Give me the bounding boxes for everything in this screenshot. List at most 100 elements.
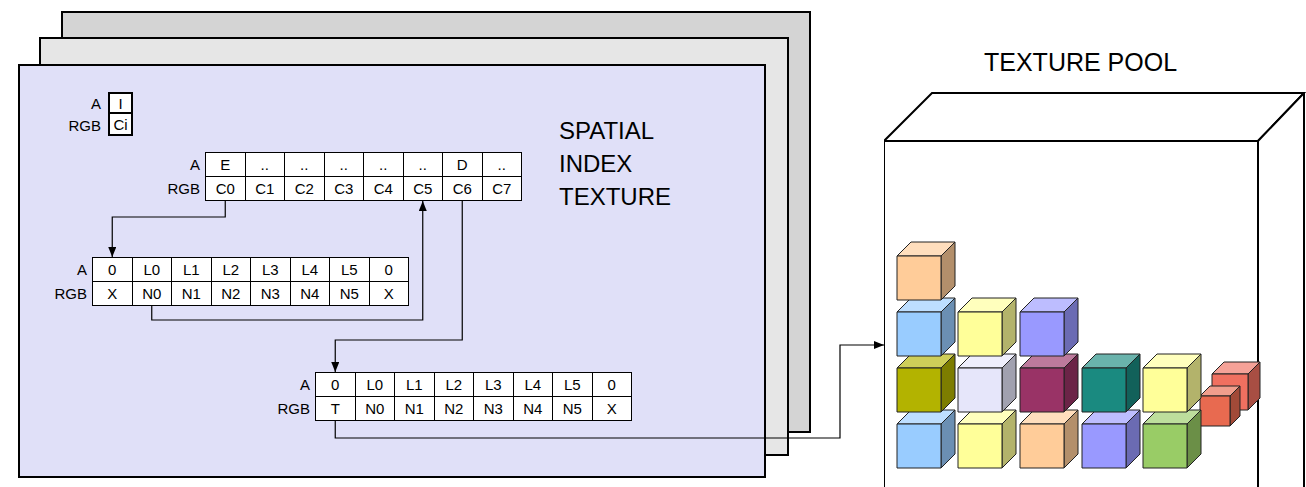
cell-value: L1 [406,376,423,393]
cell-value: C2 [295,180,314,197]
texel-cell: Ci [108,112,133,136]
cell-value: C4 [374,180,393,197]
texel-cell: .. [324,152,365,177]
cell-value: C6 [453,180,472,197]
layer-title: SPATIAL INDEX TEXTURE [559,114,709,213]
channel-label: RGB [68,117,101,134]
cell-value: C1 [255,180,274,197]
cell-value: N5 [563,400,582,417]
cell-value: N1 [405,400,424,417]
cube-front [958,312,1002,356]
cell-value: L0 [143,261,160,278]
texture-layer: SPATIAL INDEX TEXTUREICiE..........D..C0… [18,64,766,478]
texel-cell: N1 [171,281,212,306]
cube-side [1126,410,1140,468]
pointer-arrow [112,201,225,257]
texel-cell: N3 [250,281,291,306]
texel-cell: .. [403,152,444,177]
cube-side [1187,354,1201,412]
cube-side [1002,354,1016,412]
texel-cell: N5 [329,281,370,306]
texel-cell: C2 [284,176,325,201]
pool-title: TEXTURE POOL [984,48,1177,77]
channel-label: A [91,95,101,112]
cell-value: X [384,285,394,302]
cube-front [897,368,941,412]
cell-value: N2 [221,285,240,302]
pool-face [1258,93,1304,487]
cube-front [1020,312,1064,356]
cell-value: .. [379,156,387,173]
cell-value: 0 [331,376,339,393]
pointer-arrow [335,201,462,372]
cell-value: Ci [113,116,127,133]
texel-cell: N0 [355,396,396,421]
cell-value: L4 [301,261,318,278]
cube-side [941,354,955,412]
texel-cell: 0 [592,372,633,397]
channel-label: RGB [54,285,87,302]
texel-cell: I [108,92,133,114]
channel-label: A [190,156,200,173]
cube-side [1002,410,1016,468]
cube-front [958,368,1002,412]
texel-cell: X [369,281,410,306]
cube-side [1187,410,1201,468]
cell-value: L2 [445,376,462,393]
texel-cell: N5 [552,396,593,421]
cube-side [1002,298,1016,356]
texel-cell: .. [245,152,286,177]
cube-front [958,424,1002,468]
cell-value: L3 [262,261,279,278]
texel-cell: L1 [394,372,435,397]
channel-label: A [77,261,87,278]
texel-cell: L0 [132,257,173,282]
cell-value: I [118,95,122,112]
texel-cell: N2 [434,396,475,421]
pointer-arrow [152,201,423,320]
cube-front [897,312,941,356]
cube-front [897,256,941,300]
cube-side [1064,298,1078,356]
cell-value: N5 [340,285,359,302]
texel-cell: C5 [403,176,444,201]
texel-cell: X [592,396,633,421]
texel-cell: X [92,281,133,306]
cell-value: N3 [484,400,503,417]
cell-value: L5 [341,261,358,278]
cell-value: N0 [142,285,161,302]
pool-face [884,141,1258,487]
texel-cell: N1 [394,396,435,421]
texel-cell: L3 [473,372,514,397]
texel-cell: L2 [434,372,475,397]
cell-value: C7 [492,180,511,197]
texel-cell: T [315,396,356,421]
texel-cell: C0 [205,176,246,201]
texel-cell: .. [284,152,325,177]
cell-value: N0 [365,400,384,417]
texel-cell: C7 [482,176,523,201]
pool-cube [884,92,1306,487]
texel-cell: C3 [324,176,365,201]
texel-cell: L5 [329,257,370,282]
cell-value: T [331,400,340,417]
cube-side [941,298,955,356]
texel-cell: N4 [290,281,331,306]
cube-front [897,424,941,468]
channel-label: RGB [167,180,200,197]
cell-value: L1 [183,261,200,278]
cell-value: E [220,156,230,173]
cell-value: 0 [108,261,116,278]
cell-value: X [107,285,117,302]
texel-cell: N4 [513,396,554,421]
cell-value: .. [261,156,269,173]
texel-cell: N3 [473,396,514,421]
cell-value: C5 [413,180,432,197]
texel-cell: .. [482,152,523,177]
cube-side [1248,362,1260,410]
texel-cell: 0 [369,257,410,282]
cell-value: 0 [385,261,393,278]
texel-cell: N0 [132,281,173,306]
channel-label: RGB [277,400,310,417]
cell-value: L3 [485,376,502,393]
